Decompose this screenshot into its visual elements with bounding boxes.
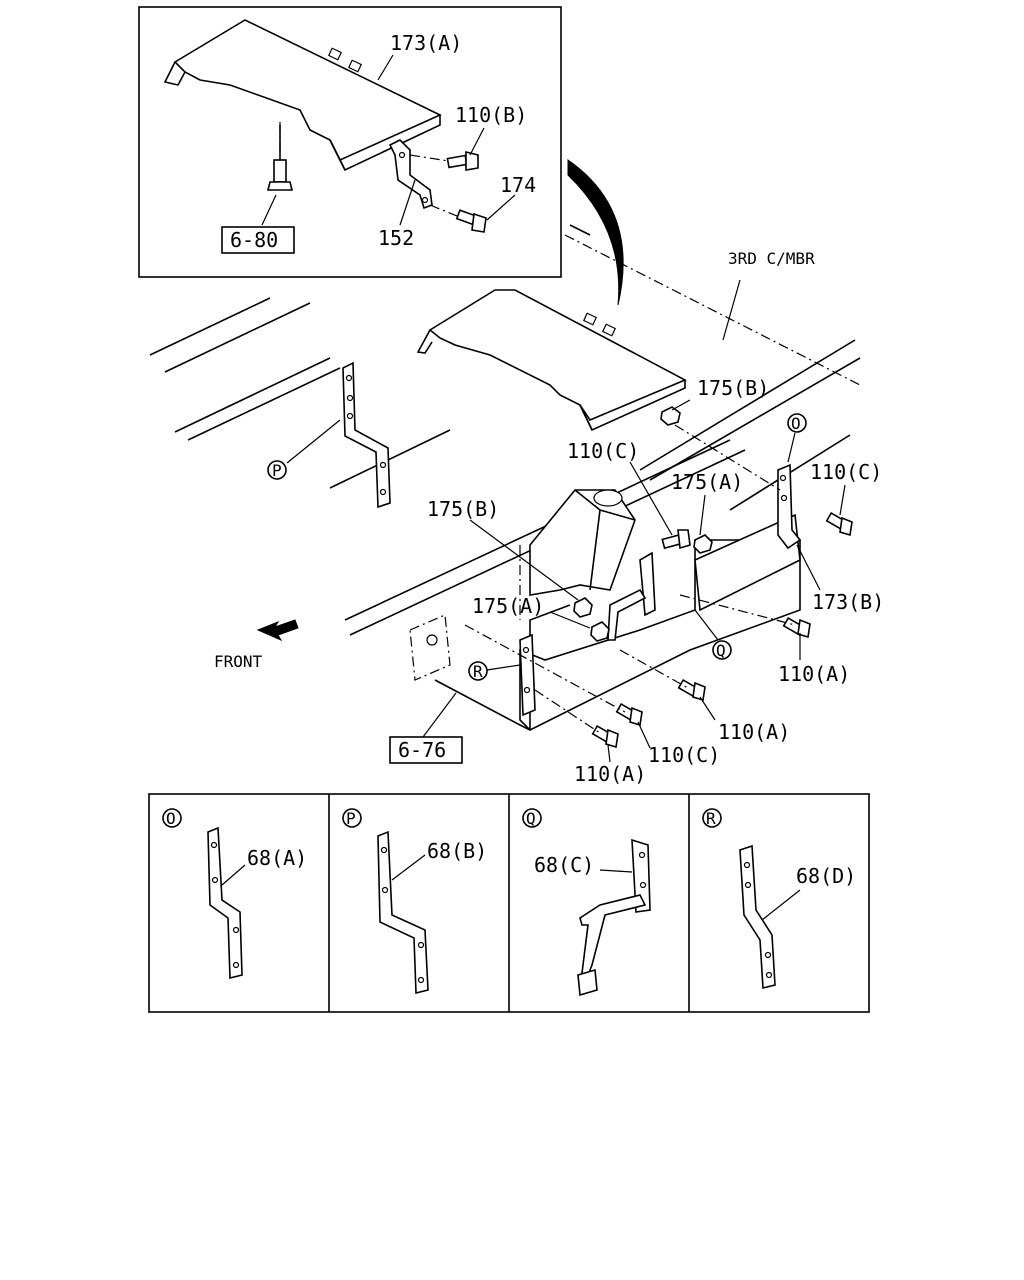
inset-bolt-680 xyxy=(266,125,294,191)
nut-175a-1 xyxy=(693,534,713,554)
label-173b: 173(B) xyxy=(812,590,884,614)
label-173a: 173(A) xyxy=(390,31,462,55)
leader-lines xyxy=(286,279,846,763)
detail-o-key: O xyxy=(166,809,176,828)
bracket-o-installed xyxy=(777,463,802,550)
ref-box-680 xyxy=(221,226,295,254)
callouts-main: O P Q R xyxy=(267,413,807,681)
label-110c-1: 110(C) xyxy=(567,439,639,463)
label-175a-1: 175(A) xyxy=(671,470,743,494)
inset-bolt-110b xyxy=(409,150,479,171)
detail-r-key: R xyxy=(706,809,716,828)
label-175b-top: 175(B) xyxy=(697,376,769,400)
callout-q: Q xyxy=(716,641,726,660)
detail-p-key: P xyxy=(346,809,356,828)
label-110c-3: 110(C) xyxy=(648,743,720,767)
inset-border xyxy=(138,6,562,278)
nut-175b-2 xyxy=(573,597,593,618)
label-174: 174 xyxy=(500,173,536,197)
nut-175a-2 xyxy=(590,621,610,642)
inset-bolt-174 xyxy=(429,204,487,233)
label-175b-2: 175(B) xyxy=(427,497,499,521)
callout-o: O xyxy=(791,414,801,433)
main-cover-173 xyxy=(416,289,687,432)
label-6-76: 6-76 xyxy=(398,738,446,762)
detail-q-part: 68(C) xyxy=(534,853,594,877)
detail-cell-r: R 68(D) xyxy=(702,808,856,990)
label-3rd-cmbr: 3RD C/MBR xyxy=(728,249,815,268)
detail-cell-o: O 68(A) xyxy=(162,808,307,980)
label-110c-2: 110(C) xyxy=(810,460,882,484)
label-152: 152 xyxy=(378,226,414,250)
detail-cell-q: Q 68(C) xyxy=(522,808,651,997)
frame-rails xyxy=(149,224,861,636)
mount-plate-676 xyxy=(409,614,451,681)
ref-box-676 xyxy=(389,736,463,764)
label-front: FRONT xyxy=(214,652,263,671)
label-110b: 110(B) xyxy=(455,103,527,127)
inset-bracket-152 xyxy=(388,139,433,210)
label-110a-2: 110(A) xyxy=(718,720,790,744)
bracket-q-installed xyxy=(607,551,656,641)
callout-p: P xyxy=(272,461,282,480)
label-6-80: 6-80 xyxy=(230,228,278,252)
detail-q-key: Q xyxy=(526,809,536,828)
inset-panel: 173(A) 110(B) 174 152 6-80 xyxy=(138,6,562,278)
detail-p-part: 68(B) xyxy=(427,839,487,863)
callout-r: R xyxy=(473,662,483,681)
bracket-p-installed xyxy=(342,361,391,509)
detail-table: O 68(A) P 68(B) Q xyxy=(148,793,870,1013)
label-110a-3: 110(A) xyxy=(574,762,646,786)
front-arrow: FRONT xyxy=(214,619,299,671)
inset-pointer-arrow xyxy=(567,159,624,306)
label-175a-2: 175(A) xyxy=(472,594,544,618)
detail-cell-p: P 68(B) xyxy=(342,808,487,995)
bracket-r-installed xyxy=(519,633,536,717)
detail-o-part: 68(A) xyxy=(247,846,307,870)
label-110a-1: 110(A) xyxy=(778,662,850,686)
fasteners xyxy=(464,406,853,749)
front-arrow-icon xyxy=(256,619,299,642)
nut-175b-top xyxy=(660,406,681,426)
detail-r-part: 68(D) xyxy=(796,864,856,888)
